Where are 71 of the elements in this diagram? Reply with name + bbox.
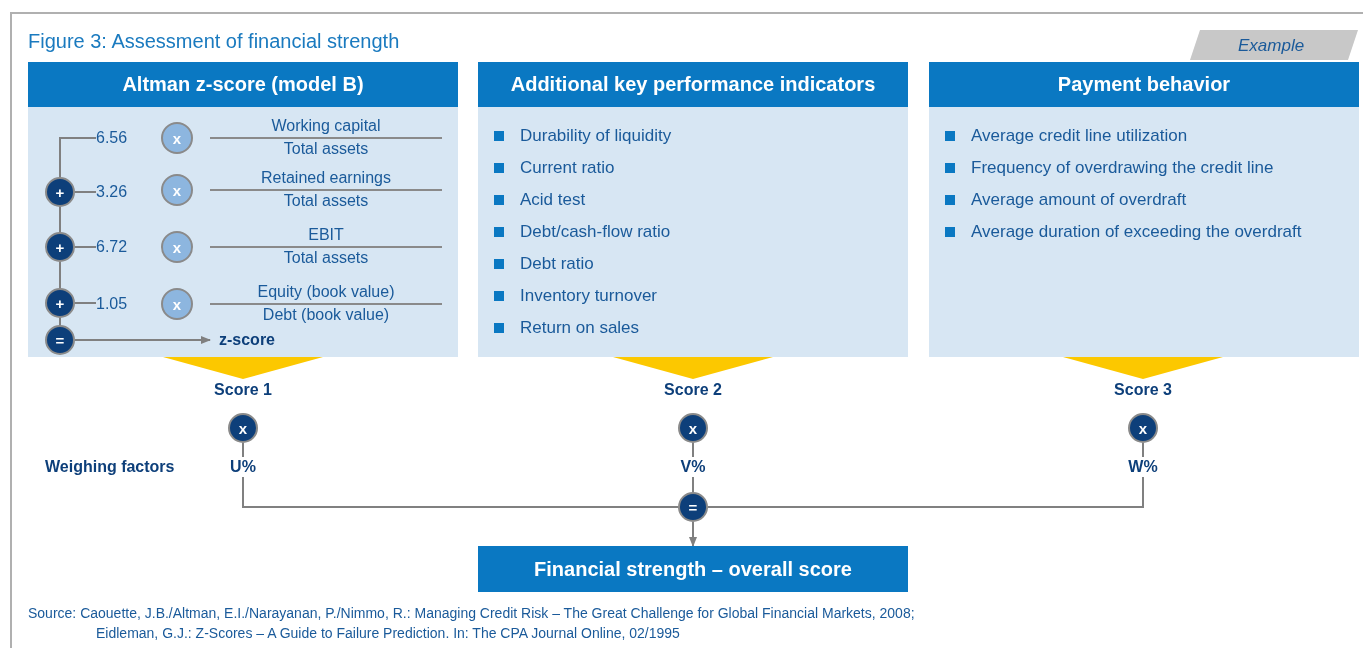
operator-circle: + [45, 232, 75, 262]
score-label: V% [673, 457, 713, 477]
list-item-text: Average amount of overdraft [971, 190, 1187, 210]
list-item-text: Debt/cash-flow ratio [520, 222, 671, 242]
connector-line [74, 191, 97, 193]
operator-circle: x [678, 413, 708, 443]
connector-line [242, 442, 244, 458]
fraction-denominator: Total assets [282, 249, 370, 268]
figure-title: Figure 3: Assessment of financial strength [28, 30, 400, 53]
panel-heading: Altman z-score (model B) [121, 72, 365, 97]
connector-line [59, 137, 97, 178]
fraction-denominator: Total assets [282, 192, 370, 211]
fraction-numerator: Working capital [270, 117, 382, 136]
multiply-operator-circle: x [161, 122, 193, 154]
connector-line [74, 246, 97, 248]
arrow [689, 521, 697, 547]
coefficient-text: 6.72 [96, 237, 140, 257]
panel-card [929, 62, 1359, 357]
connector-line [692, 476, 694, 493]
operator-circle: x [228, 413, 258, 443]
operator-circle: + [45, 177, 75, 207]
list-item-text: Debt ratio [520, 254, 594, 274]
score-label: W% [1123, 457, 1163, 477]
list-item-text: Inventory turnover [520, 286, 657, 306]
list-item-text: Current ratio [520, 158, 615, 178]
list-item-text: Acid test [520, 190, 586, 210]
multiply-operator-circle: x [161, 288, 193, 320]
coefficient-text: 6.56 [96, 128, 140, 148]
operator-circle: = [45, 325, 75, 355]
operator-circle: + [45, 288, 75, 318]
connector-line [59, 261, 61, 289]
score-label: U% [223, 457, 263, 477]
fraction-denominator: Total assets [282, 140, 370, 159]
coefficient-text: 1.05 [96, 294, 140, 314]
operator-circle: x [1128, 413, 1158, 443]
arrow [74, 336, 211, 344]
fraction-numerator: Retained earnings [260, 169, 392, 188]
list-item-text: Frequency of overdrawing the credit line [971, 158, 1274, 178]
connector-line [1142, 442, 1144, 458]
panel-heading: Additional key performance indicators [509, 72, 877, 97]
connector-line [692, 442, 694, 458]
chevron-arrow [1063, 357, 1223, 379]
operator-circle: = [678, 492, 708, 522]
fraction-numerator: EBIT [307, 226, 345, 245]
tag-text: Example [1238, 36, 1305, 56]
score-label: Score 1 [193, 380, 293, 400]
row-label: Weighing factors [45, 457, 175, 477]
coefficient-text: 3.26 [96, 182, 140, 202]
chevron-arrow [163, 357, 323, 379]
source-note: Source: Caouette, J.B./Altman, E.I./Narayanan, P./Nimmo, R.: Managing Credit Risk – The Great Challenge for Global Financial Markets, 2008; Eidleman, G.J.: Z-Scores – A Guide to Failure Prediction. In: The CPA Journal Online, 02/1995 [28, 604, 916, 643]
result-box: Financial strength – overall score [478, 546, 908, 592]
panel-heading: Payment behavior [1056, 72, 1232, 97]
score-label: Score 3 [1093, 380, 1193, 400]
list-item-text: Durability of liquidity [520, 126, 672, 146]
list-item-text: Return on sales [520, 318, 640, 338]
fraction-numerator: Equity (book value) [256, 283, 396, 302]
multiply-operator-circle: x [161, 174, 193, 206]
list-item-text: Average credit line utilization [971, 126, 1188, 146]
panel-card [478, 62, 908, 357]
chevron-arrow [613, 357, 773, 379]
connector-line [707, 476, 1144, 508]
connector-line [74, 302, 97, 304]
multiply-operator-circle: x [161, 231, 193, 263]
connector-line [59, 317, 61, 326]
panel-card [28, 62, 458, 357]
connector-line [242, 476, 679, 508]
list-item-text: Average duration of exceeding the overdraft [971, 222, 1302, 242]
fraction-denominator: Debt (book value) [261, 306, 391, 325]
score-label: z-score [212, 330, 282, 350]
connector-line [59, 206, 61, 233]
score-label: Score 2 [643, 380, 743, 400]
